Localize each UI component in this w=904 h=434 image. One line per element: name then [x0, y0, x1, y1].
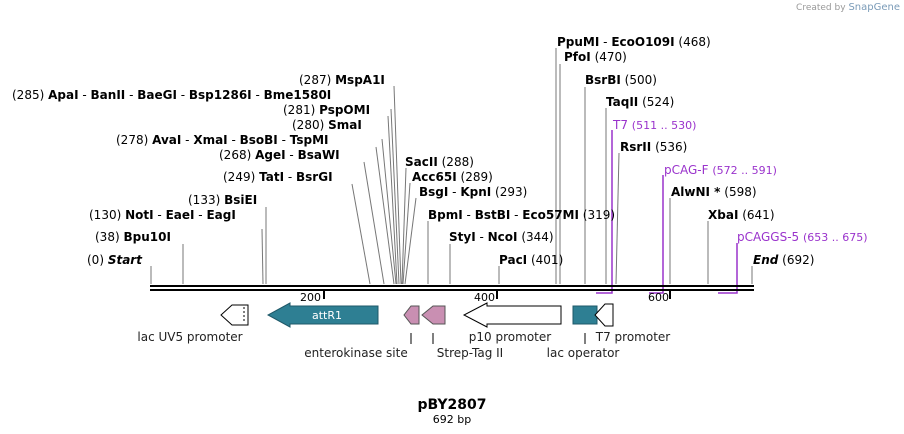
primer-t7-label: T7 (511 .. 530): [612, 118, 696, 132]
site-641-label: XbaI (641): [708, 208, 775, 222]
site-598-label: AlwNI * (598): [671, 185, 757, 199]
site-470-label: PfoI (470): [564, 50, 627, 64]
site-536-label: RsrII (536): [620, 140, 687, 154]
site-labels: (285) ApaI - BanII - BaeGI - Bsp1286I - …: [12, 35, 814, 267]
ruler-tick-600: 600: [648, 291, 669, 304]
primer-pcag-f-label: pCAG-F (572 .. 591): [664, 163, 777, 177]
p10-promoter-label: p10 promoter: [469, 330, 551, 344]
site-401-label: PacI (401): [499, 253, 563, 267]
primer-leaders: [596, 130, 738, 294]
site-344-label: StyI - NcoI (344): [449, 230, 554, 244]
primer-pcag-f-arrow: [649, 175, 664, 294]
site-start-label: (0) Start: [87, 253, 143, 267]
feature-p10-promoter: [462, 302, 562, 328]
site-281-label: (281) PspOMI: [283, 103, 370, 117]
site-38-label: (38) Bpu10I: [95, 230, 171, 244]
strep-tag-ii-label: Strep-Tag II: [437, 346, 503, 360]
site-249-label: (249) TatI - BsrGI: [223, 170, 333, 184]
sequence-backbone: [150, 285, 754, 299]
feature-attr1: attR1: [266, 302, 379, 328]
plasmid-size: 692 bp: [433, 413, 471, 426]
ruler-tick-400: 400: [474, 291, 495, 304]
feature-strep-tag-ii: [421, 305, 446, 325]
site-500-label: BsrBI (500): [585, 73, 657, 87]
credit-brand: SnapGene: [848, 2, 900, 13]
credit-prefix: Created by: [796, 3, 846, 13]
site-285-label: (285) ApaI - BanII - BaeGI - Bsp1286I - …: [12, 88, 331, 102]
plasmid-name: pBY2807: [417, 397, 486, 413]
feature-leaders: [410, 333, 586, 344]
site-468-label: PpuMI - EcoO109I (468): [557, 35, 711, 49]
enterokinase-site-label: enterokinase site: [304, 346, 407, 360]
ruler-tick-200: 200: [300, 291, 321, 304]
primer-t7-arrow: [596, 130, 613, 294]
site-278-label: (278) AvaI - XmaI - BsoBI - TspMI: [116, 133, 328, 147]
feature-lac-operator: [572, 305, 598, 325]
lac-uv5-promoter-label: lac UV5 promoter: [137, 330, 242, 344]
feature-lac-uv5-promoter: [220, 304, 249, 326]
site-319-label: BpmI - BstBI - Eco57MI (319): [428, 208, 615, 222]
site-130-label: (130) NotI - EaeI - EagI: [89, 208, 236, 222]
site-leader-lines: [150, 48, 753, 285]
feature-labels: lac UV5 promoter enterokinase site Strep…: [137, 330, 670, 360]
site-524-label: TaqII (524): [606, 95, 674, 109]
primer-pcaggs-5-arrow: [718, 243, 738, 294]
site-287-label: (287) MspA1I: [299, 73, 385, 87]
site-293-label: BsgI - KpnI (293): [419, 185, 527, 199]
feature-enterokinase-site: [403, 305, 420, 325]
snapgene-credit: Created by SnapGene: [796, 2, 900, 13]
site-289-label: Acc65I (289): [412, 170, 493, 184]
site-268-label: (268) AgeI - BsaWI: [219, 148, 340, 162]
feature-t7-promoter: [594, 303, 614, 327]
site-280-label: (280) SmaI: [292, 118, 362, 132]
site-end-label: End (692): [753, 253, 814, 267]
site-288-label: SacII (288): [405, 155, 474, 169]
t7-promoter-label: T7 promoter: [595, 330, 671, 344]
attr1-label: attR1: [312, 309, 342, 322]
primer-pcaggs-5-label: pCAGGS-5 (653 .. 675): [737, 230, 868, 244]
lac-operator-label: lac operator: [547, 346, 620, 360]
site-133-label: (133) BsiEI: [188, 193, 257, 207]
